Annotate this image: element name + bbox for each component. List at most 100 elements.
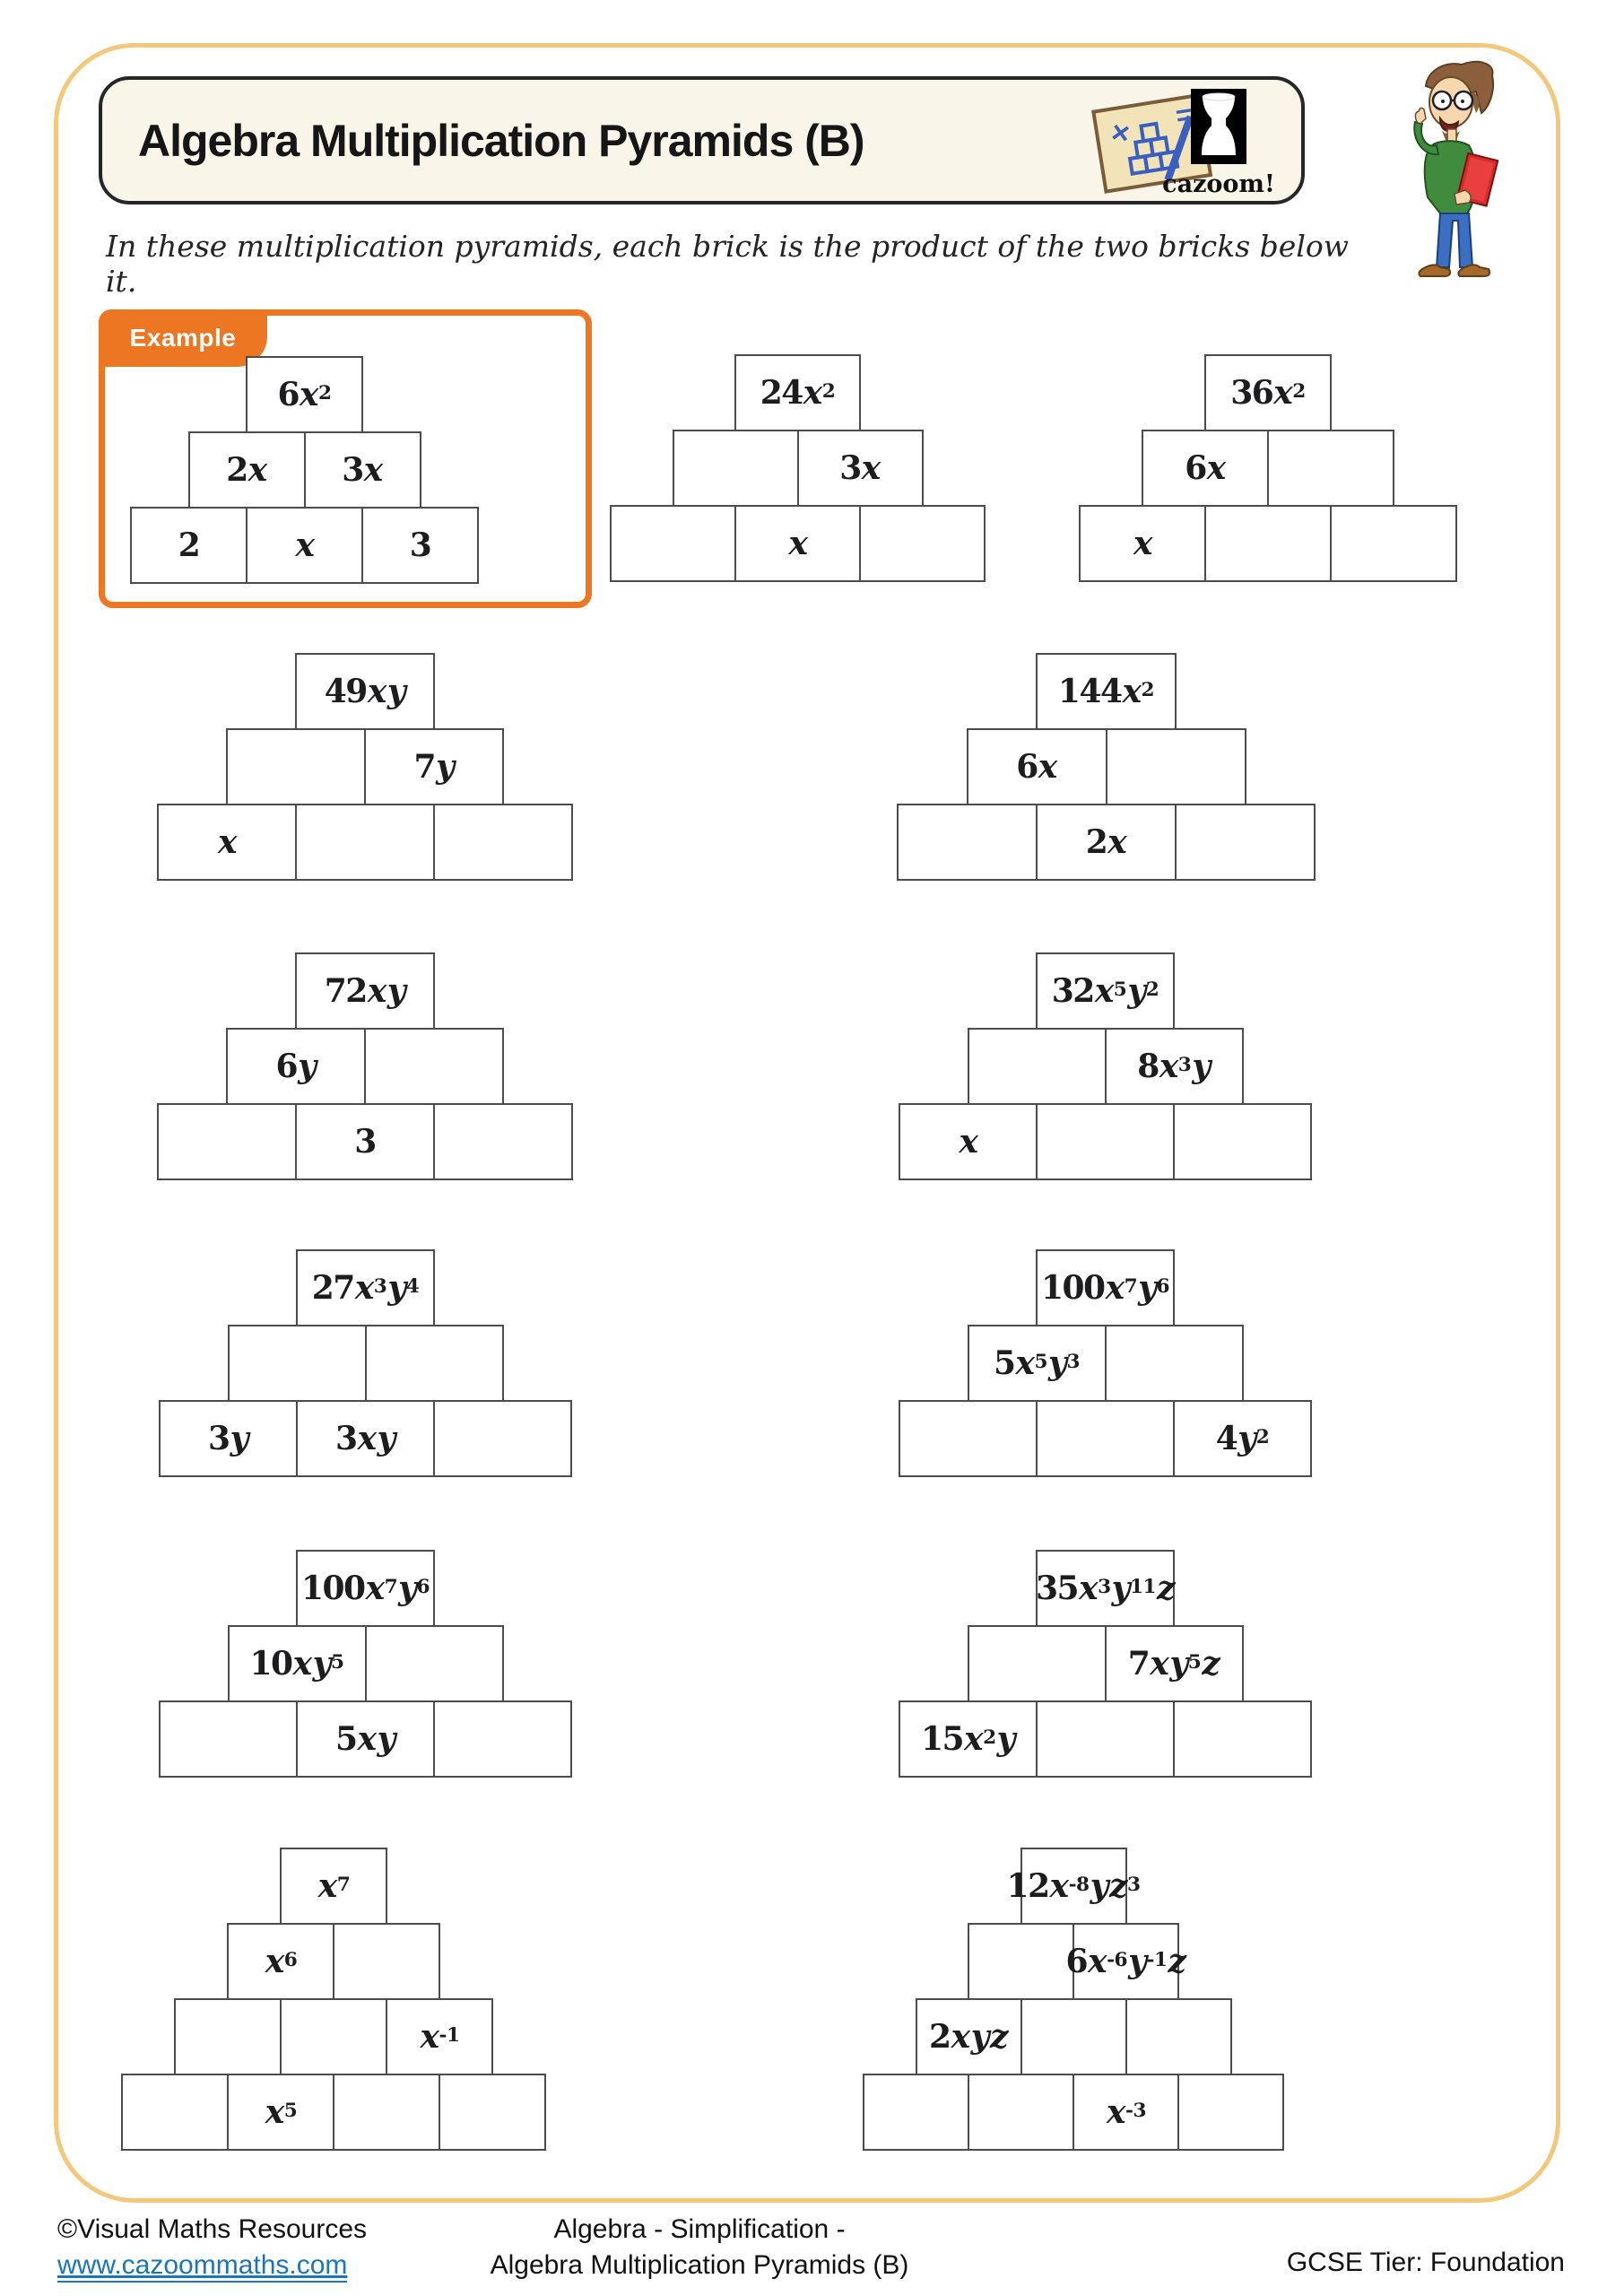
footer-topic-line2: Algebra Multiplication Pyramids (B) <box>490 2250 909 2280</box>
pyramid-row: x <box>610 505 986 582</box>
pyramid-cell-empty <box>1267 430 1394 507</box>
pyramid-cell-empty <box>967 1028 1107 1105</box>
pyramid-cell-empty <box>1036 1400 1175 1477</box>
pyramid-row: x <box>1079 505 1457 582</box>
pyramid-cell-empty <box>967 1625 1107 1702</box>
pyramid-cell-filled: x-1 <box>386 1998 493 2075</box>
page-border <box>54 43 1560 2203</box>
pyramid-cell-filled: x <box>734 505 861 582</box>
pyramid-cell-empty <box>433 1103 573 1180</box>
pyramid-cell-filled: x <box>1079 505 1206 582</box>
instructions-text: In these multiplication pyramids, each b… <box>106 229 1349 299</box>
pyramid-cell-filled: x-3 <box>1073 2074 1179 2151</box>
pyramid-cell-empty <box>364 1028 504 1105</box>
pyramid-cell-empty <box>280 1998 387 2075</box>
copyright-text: ©Visual Maths Resources <box>57 2214 368 2244</box>
footer-tier: GCSE Tier: Foundation <box>1286 2248 1565 2277</box>
pyramid-cell-empty <box>899 1400 1038 1477</box>
pyramid-cell-empty <box>433 1400 572 1477</box>
header: Algebra Multiplication Pyramids (B) × = <box>99 76 1305 204</box>
pyramid-cell-empty <box>1104 1325 1244 1402</box>
pyramid-cell-empty <box>159 1700 298 1778</box>
teacher-mascot-illustration <box>1410 56 1503 295</box>
pyramid-cell-empty <box>897 804 1038 881</box>
pyramid-cell-empty <box>1173 1103 1312 1180</box>
pyramid-cell-empty <box>610 505 736 582</box>
pyramid-cell-empty <box>1036 1700 1175 1778</box>
pyramid-cell-empty <box>1177 2074 1284 2151</box>
pyramid-cell-filled: 3 <box>295 1103 435 1180</box>
pyramid-cell-empty <box>433 804 573 881</box>
pyramid-row <box>227 1325 504 1402</box>
website-link[interactable]: www.cazoommaths.com <box>57 2250 348 2283</box>
pyramid-row: x <box>899 1103 1312 1180</box>
pyramid-cell-empty <box>1105 728 1246 805</box>
pyramid-cell-empty <box>364 1325 504 1402</box>
cazoom-logo-text: cazoom! <box>1162 170 1275 198</box>
pyramid-cell-empty <box>863 2074 969 2151</box>
pyramid-cell-empty <box>672 430 799 507</box>
footer-topic-line1: Algebra - Simplification - <box>553 2214 846 2244</box>
pyramid-cell-empty <box>1175 804 1316 881</box>
pyramid-cell-empty <box>968 2074 1074 2151</box>
pyramid-cell-empty <box>121 2074 229 2151</box>
pyramid-cell-filled: x <box>157 804 297 881</box>
pyramid-row: x-1 <box>174 1998 493 2075</box>
cazoom-logo: cazoom! <box>1133 89 1304 198</box>
